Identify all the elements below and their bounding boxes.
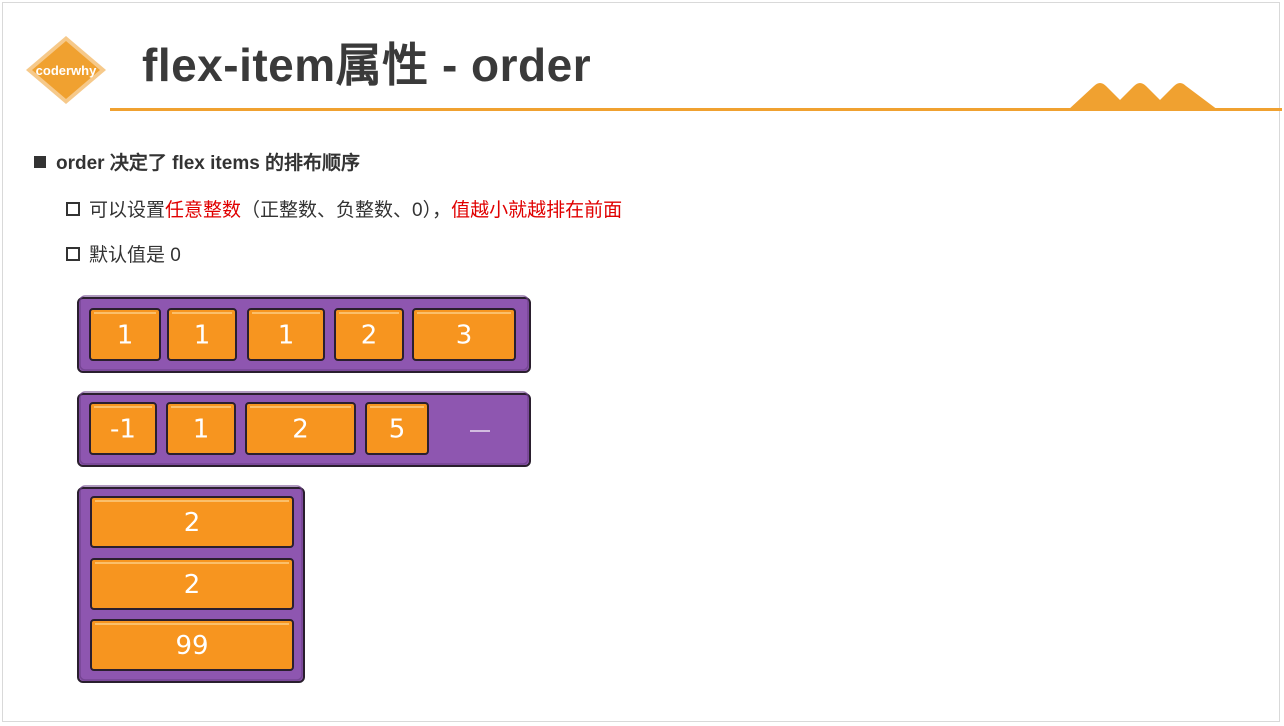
column-item: 2	[90, 558, 294, 610]
sub-bullet-1-prefix: 可以设置	[89, 200, 166, 221]
column-items: 2 2 99	[90, 496, 294, 671]
main-bullet-text: order 决定了 flex items 的排布顺序	[56, 153, 361, 174]
sub-bullet-1-middle: （正整数、负整数、0），	[241, 200, 452, 221]
sub-bullet-1-highlight-2: 值越小就越排在前面	[451, 200, 623, 221]
row1-item: 3	[412, 308, 516, 361]
row2-item-label: 5	[389, 415, 406, 445]
row1-item-label: 3	[456, 321, 473, 351]
logo-text: coderwhy	[35, 62, 97, 78]
logo-diamond-icon	[26, 36, 106, 104]
row1-item-label: 2	[361, 321, 378, 351]
row1-item: 1	[89, 308, 161, 361]
row1-item-label: 1	[117, 321, 134, 351]
row1-item: 2	[334, 308, 404, 361]
row2-item-label: 2	[292, 415, 309, 445]
row1-item-label: 1	[278, 321, 295, 351]
row2-item-label: -1	[110, 415, 136, 445]
row2-item: 2	[245, 402, 356, 455]
row2-items: -1 1 2 5	[89, 402, 429, 455]
row2-item: -1	[89, 402, 157, 455]
column-item-label: 99	[175, 631, 208, 661]
coderwhy-logo: coderwhy	[24, 34, 108, 106]
sub-bullet-2-text: 默认值是 0	[89, 245, 181, 266]
column-item-label: 2	[184, 508, 201, 538]
row1-item: 1	[167, 308, 237, 361]
row1-items: 1 1 1 2 3	[89, 308, 516, 361]
row2-item-label: 1	[193, 415, 210, 445]
sub-bullet-2: 默认值是 0	[66, 240, 181, 267]
column-item: 99	[90, 619, 294, 671]
column-item-label: 2	[184, 570, 201, 600]
row2-item: 5	[365, 402, 429, 455]
row1-item-label: 1	[194, 321, 211, 351]
title-underline	[110, 108, 1282, 111]
sub-bullet-1: 可以设置 任意整数 （正整数、负整数、0）， 值越小就越排在前面	[66, 195, 622, 222]
column-item: 2	[90, 496, 294, 548]
row1-item: 1	[247, 308, 325, 361]
filled-square-icon	[34, 155, 46, 168]
mountain-peaks-icon	[1068, 83, 1218, 110]
hollow-square-icon	[66, 201, 80, 216]
main-bullet: order 决定了 flex items 的排布顺序	[34, 148, 360, 175]
sub-bullet-1-highlight-1: 任意整数	[165, 200, 242, 221]
page-title: flex-item属性 - order	[142, 39, 592, 91]
row2-item: 1	[166, 402, 236, 455]
hollow-square-icon	[66, 246, 80, 261]
